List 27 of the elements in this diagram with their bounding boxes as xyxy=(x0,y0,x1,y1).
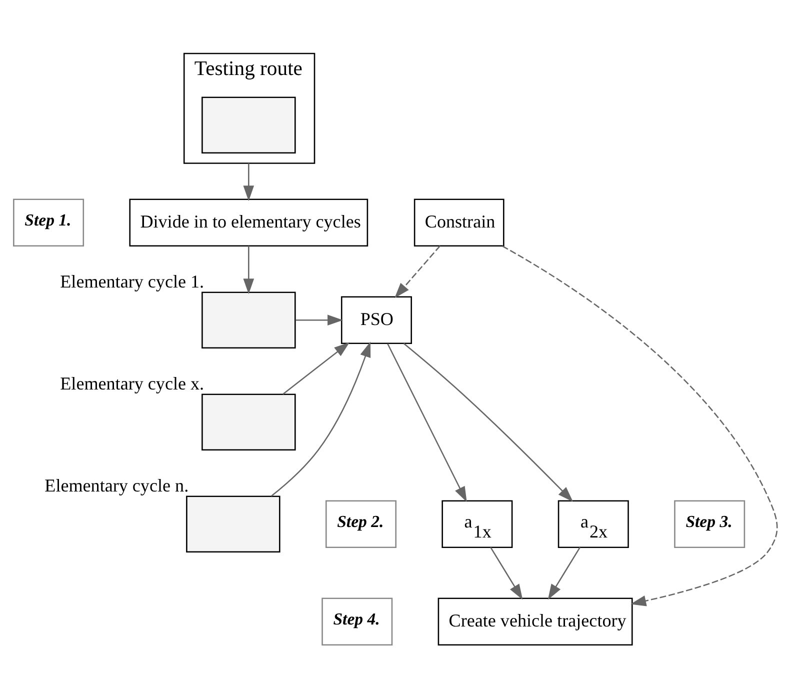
node-box xyxy=(202,394,296,451)
arrow xyxy=(296,314,344,326)
arrow xyxy=(394,246,440,298)
arrow xyxy=(490,547,523,600)
node-box: Step 3. xyxy=(674,500,746,548)
arrow xyxy=(387,343,467,502)
node-box: Step 4. xyxy=(322,598,393,646)
node-box xyxy=(186,496,280,553)
node-box: Create vehicle trajectory xyxy=(438,598,633,646)
arrow xyxy=(243,163,254,202)
arrow xyxy=(270,342,371,497)
arrow xyxy=(282,342,350,395)
node-box: Step 2. xyxy=(325,500,396,548)
cluster: Testing route xyxy=(183,52,316,164)
node-label: Elementary cycle n. xyxy=(44,475,189,496)
node-label: Elementary cycle x. xyxy=(60,373,204,394)
arrow xyxy=(548,547,580,600)
arrow xyxy=(403,343,574,502)
arrow xyxy=(502,246,778,606)
node-label: Elementary cycle 1. xyxy=(60,271,204,292)
node-box: Constrain xyxy=(414,198,504,247)
node-box xyxy=(202,292,296,349)
node-box: PSO xyxy=(340,296,412,344)
arrow xyxy=(243,246,254,294)
node-box: Divide in to elementary cycles xyxy=(129,198,368,247)
node-box: Step 1. xyxy=(13,198,84,247)
node-box xyxy=(202,96,296,154)
